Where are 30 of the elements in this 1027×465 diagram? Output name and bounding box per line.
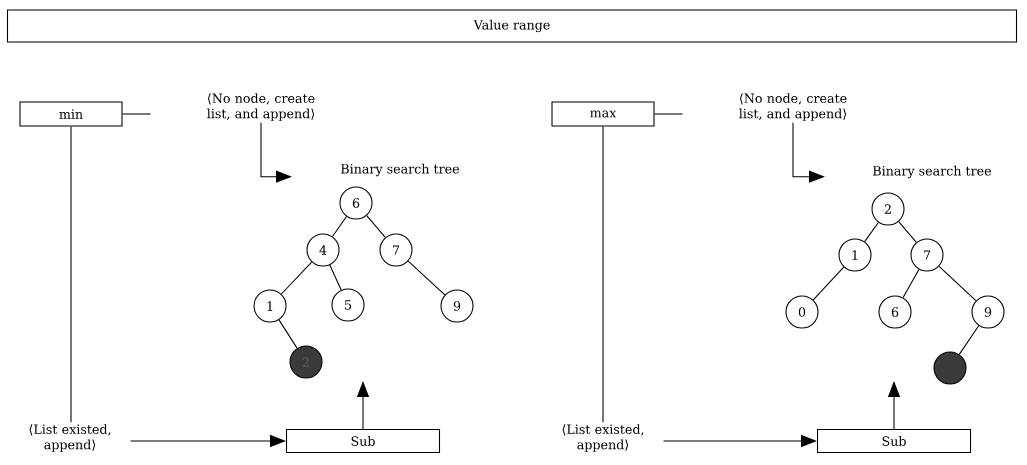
- tree-branch: [331, 216, 348, 237]
- tree-node-circle: [933, 351, 967, 385]
- tree-branch: [864, 221, 879, 243]
- connector-line: [602, 126, 604, 423]
- tree-branch: [812, 266, 845, 301]
- note-text: ⟨No node, create list, and append⟩: [739, 93, 847, 121]
- tree-branch: [329, 264, 342, 291]
- note-text: ⟨No node, create list, and append⟩: [207, 93, 315, 121]
- tree-caption: Binary search tree: [873, 165, 992, 179]
- tree-branch: [366, 215, 386, 238]
- arrow: [260, 122, 292, 183]
- arrow: [792, 122, 825, 183]
- note-text: ⟨List existed, append⟩: [562, 424, 644, 452]
- label-box: Sub: [285, 428, 441, 454]
- label-box: Sub: [816, 428, 972, 454]
- note-text: ⟨List existed, append⟩: [29, 424, 111, 452]
- title-box: Value range: [6, 9, 1018, 43]
- connector-line: [122, 113, 152, 115]
- tree-branch: [938, 265, 977, 302]
- label-box: max: [551, 101, 655, 127]
- label-box: min: [19, 101, 123, 127]
- tree-branch: [280, 261, 313, 295]
- tree-branch: [898, 221, 917, 243]
- connector-line: [70, 126, 72, 423]
- tree-branch: [958, 325, 980, 355]
- tree-caption: Binary search tree: [341, 163, 459, 177]
- tree-branch: [902, 268, 920, 299]
- connector-line: [654, 113, 684, 115]
- tree-branch: [278, 319, 298, 349]
- tree-branch: [407, 260, 446, 296]
